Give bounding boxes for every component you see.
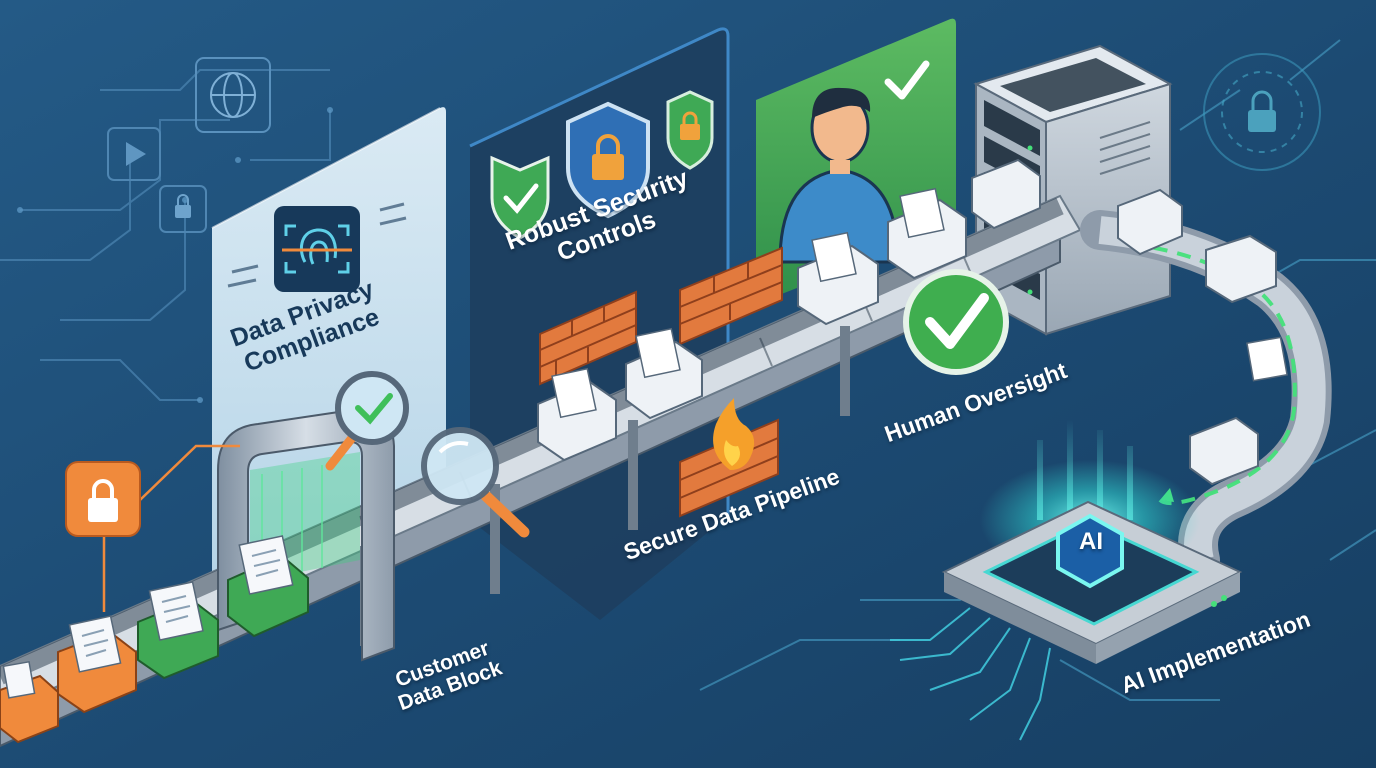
fire-icon (679, 398, 779, 518)
magnifier-icon (421, 427, 530, 538)
circuit-lines-left (0, 69, 331, 401)
lock-icon (159, 185, 207, 233)
magnifier-check-icon (325, 371, 409, 471)
globe-icon (195, 57, 271, 133)
check-icon (884, 60, 930, 100)
ai-chip-icon (890, 420, 1243, 741)
firewall-icon (679, 246, 783, 346)
firewall-icon (539, 290, 637, 386)
shield-lock-icon (566, 101, 650, 219)
fingerprint-icon (274, 206, 360, 292)
shield-padlock-icon (666, 90, 714, 170)
shield-check-icon (490, 155, 550, 240)
circuit-lines-right (699, 39, 1376, 701)
data-boxes (0, 158, 1288, 744)
play-icon (107, 127, 161, 181)
padlock-badge-icon (65, 444, 240, 612)
check-circle-icon (903, 269, 1009, 375)
circuit-lock-icon (1203, 53, 1321, 171)
ai-chip-label: AI (1079, 528, 1103, 555)
